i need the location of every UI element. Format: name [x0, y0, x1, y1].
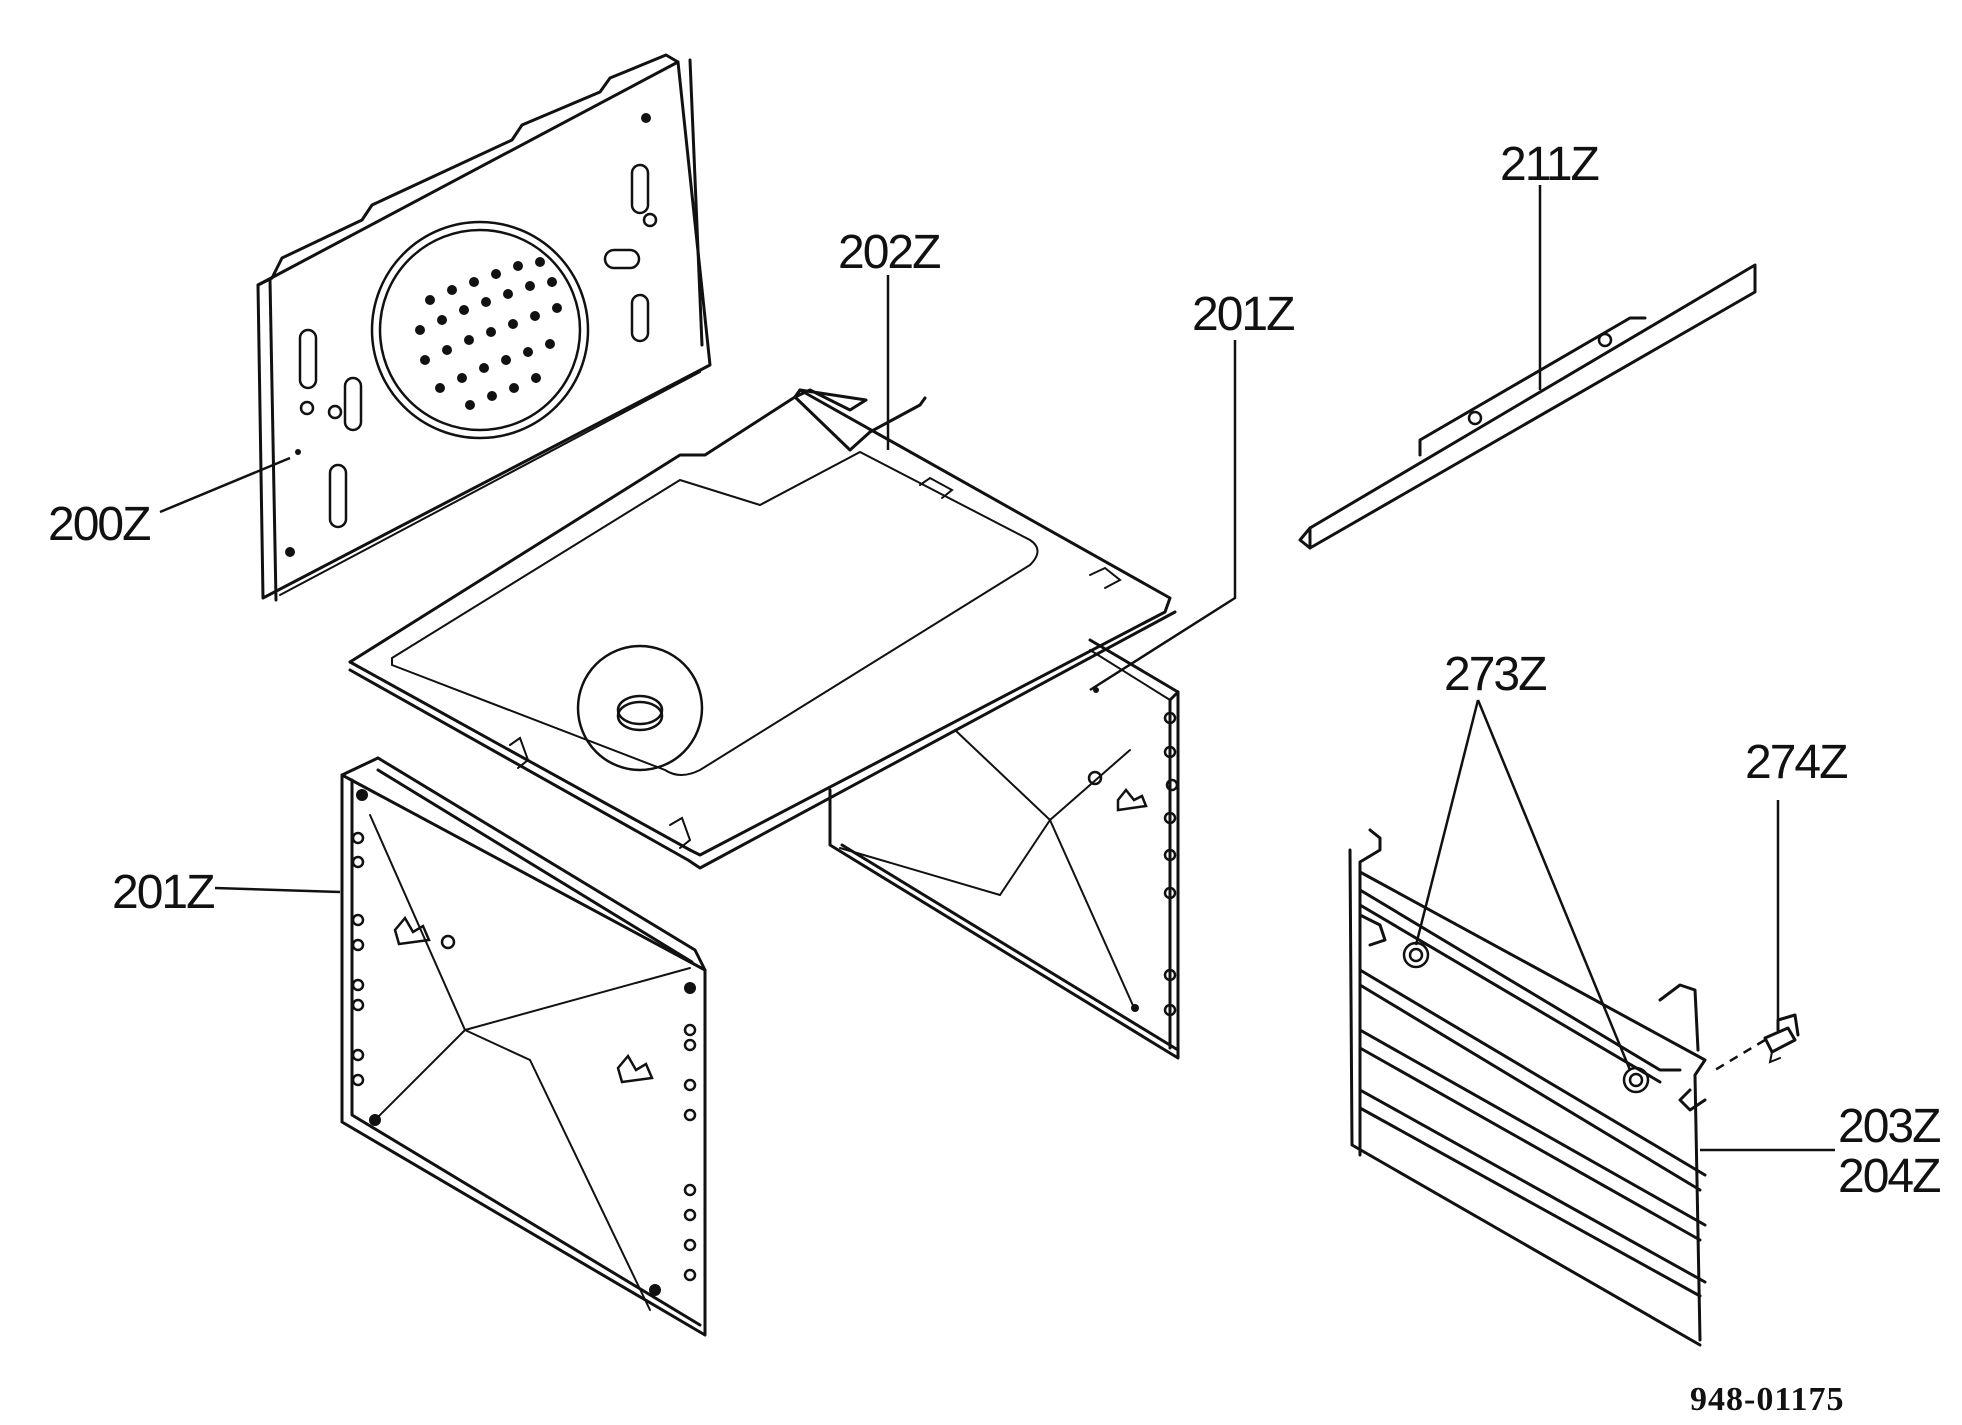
label-201z-top: 201Z	[1192, 288, 1294, 341]
back-panel-200z	[256, 53, 712, 602]
side-wall-201z-right	[828, 638, 1180, 1060]
label-211z: 211Z	[1500, 138, 1599, 191]
floor-recess	[576, 644, 704, 772]
screw-274z	[1763, 1013, 1800, 1064]
label-274z: 274Z	[1745, 736, 1847, 789]
label-204z: 204Z	[1838, 1150, 1940, 1203]
label-202z: 202Z	[838, 226, 940, 279]
label-201z-left: 201Z	[112, 866, 214, 919]
fan-grille	[370, 220, 590, 440]
label-200z: 200Z	[48, 498, 150, 551]
label-203z: 203Z	[1838, 1100, 1940, 1153]
drawing-number: 948-01175	[1690, 1381, 1844, 1418]
leader-lines	[159, 185, 1835, 1152]
side-wall-201z-left	[340, 756, 707, 1337]
floor-plate-202z	[348, 388, 1177, 870]
wire-shelf-rack-203z-204z	[1348, 828, 1707, 1347]
grille-perforations	[415, 257, 562, 410]
label-273z: 273Z	[1444, 648, 1546, 701]
rail-strip-211z	[1298, 263, 1757, 550]
